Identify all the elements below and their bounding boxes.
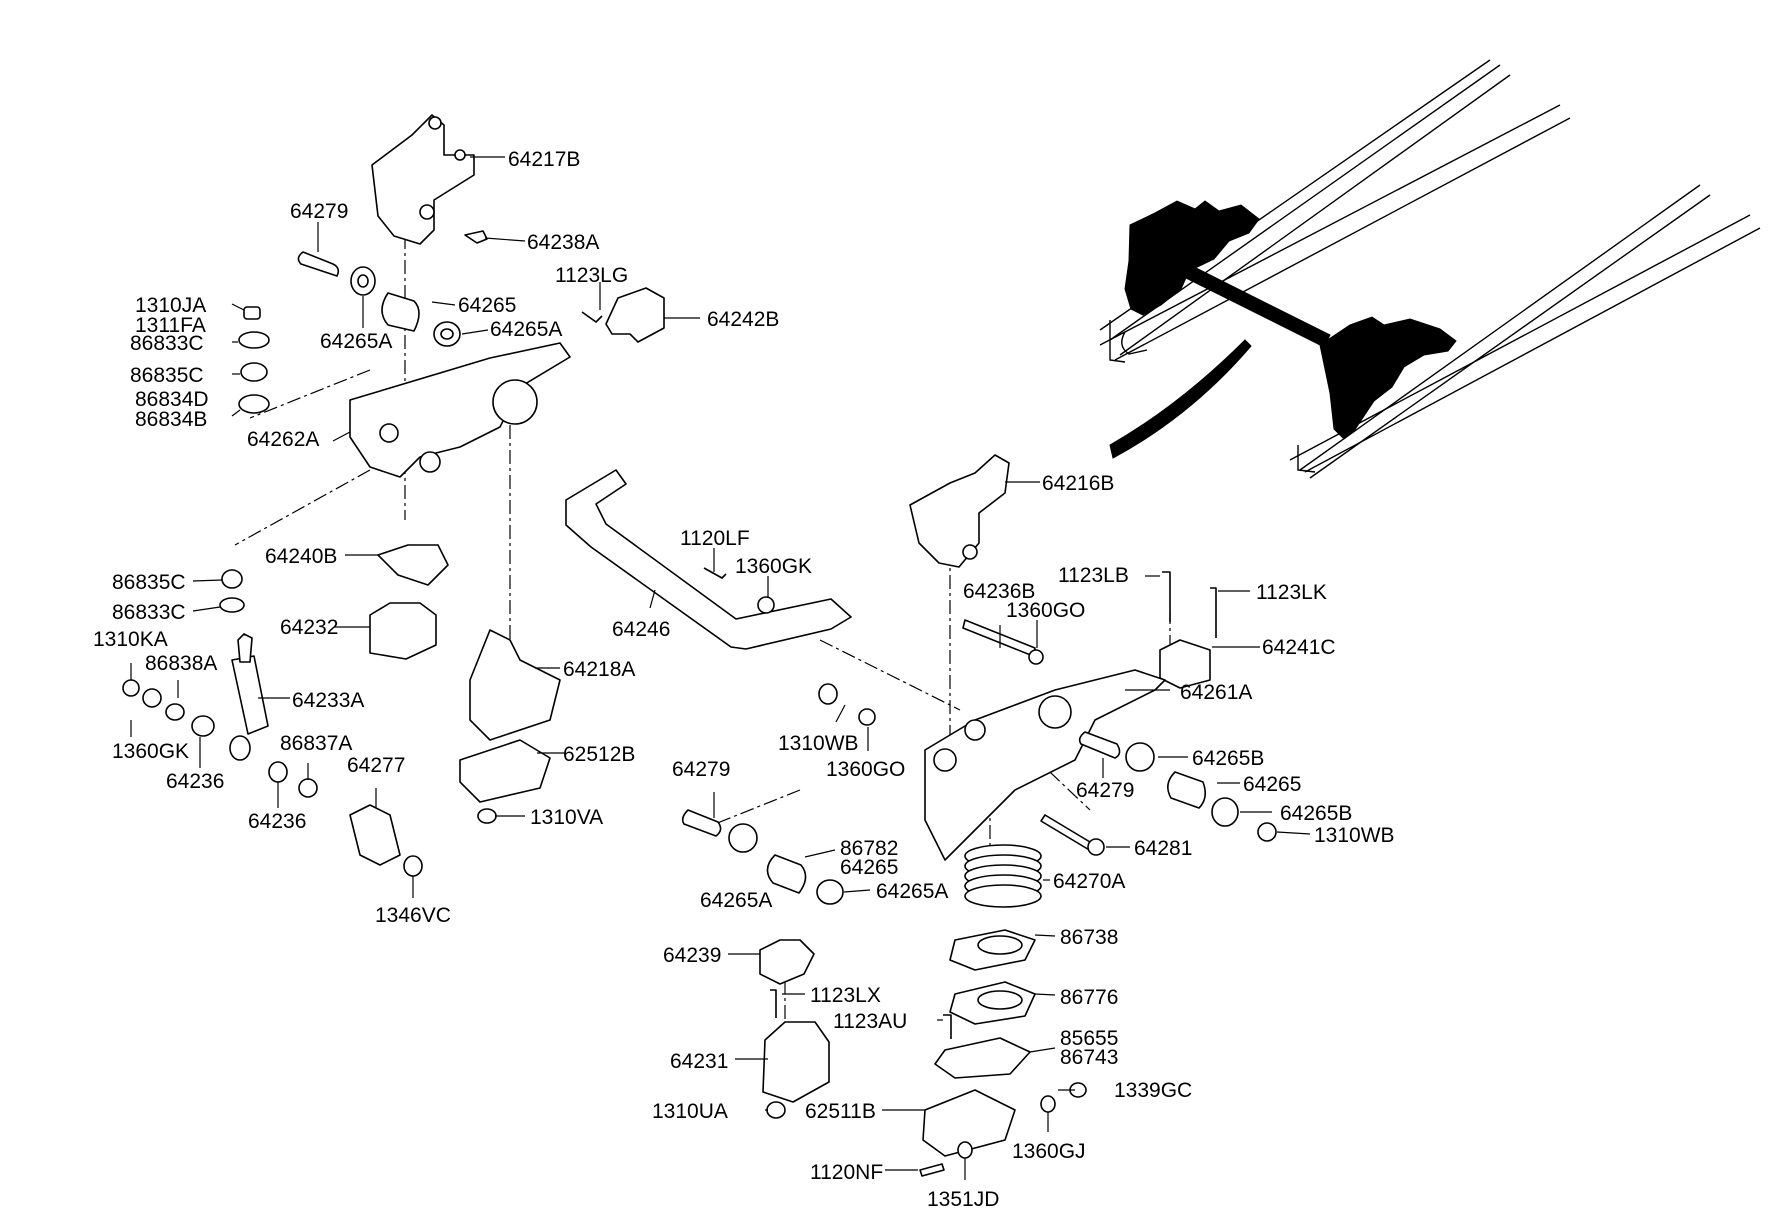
label-86838A: 86838A — [145, 652, 217, 675]
label-86834D: 86834D — [135, 388, 209, 411]
label-1339GC: 1339GC — [1114, 1079, 1192, 1102]
label-1123AU: 1123AU — [833, 1010, 907, 1033]
label-64217B: 64217B — [508, 148, 580, 171]
vehicle-frame-inset — [1099, 59, 1761, 479]
label-64241C: 64241C — [1262, 636, 1336, 659]
label-64265A: 64265A — [490, 318, 562, 341]
label-64262A: 64262A — [247, 428, 319, 451]
label-86834B: 86834B — [135, 408, 207, 431]
label-64231: 64231 — [670, 1050, 728, 1073]
crossmember-silhouette — [1124, 200, 1260, 316]
label-64265A: 64265A — [320, 330, 392, 353]
label-1360GJ: 1360GJ — [1012, 1140, 1086, 1163]
label-64265: 64265 — [458, 294, 516, 317]
label-64233A: 64233A — [292, 689, 364, 712]
part-labels: 64217B 64279 64238A 1123LG 1310JA 1311FA… — [93, 148, 1395, 1211]
label-1123LB: 1123LB — [1058, 564, 1129, 587]
label-1310KA: 1310KA — [93, 628, 168, 651]
label-1311FA: 1311FA — [135, 314, 206, 337]
label-64265A: 64265A — [700, 889, 772, 912]
bushing-64265-lower — [766, 854, 807, 894]
label-64265B: 64265B — [1280, 802, 1352, 825]
label-1310VA: 1310VA — [530, 806, 603, 829]
label-1123LK: 1123LK — [1256, 581, 1327, 604]
label-1120NF: 1120NF — [810, 1161, 883, 1184]
label-1360GK: 1360GK — [112, 740, 189, 763]
label-64242B: 64242B — [707, 308, 779, 331]
leader-lines — [130, 156, 1311, 1180]
label-86776: 86776 — [1060, 986, 1118, 1009]
coil-spring-64270A — [964, 844, 1042, 908]
label-86743: 86743 — [1060, 1046, 1118, 1069]
bushing-64265-upper — [381, 292, 420, 332]
label-86738: 86738 — [1060, 926, 1118, 949]
label-64240B: 64240B — [265, 545, 337, 568]
bracket-64216B — [909, 454, 1010, 568]
label-64246: 64246 — [612, 618, 670, 641]
label-64281: 64281 — [1134, 837, 1192, 860]
label-64265: 64265 — [1243, 773, 1301, 796]
label-64277: 64277 — [347, 754, 405, 777]
label-1310WB: 1310WB — [1314, 824, 1395, 847]
label-64232: 64232 — [280, 616, 338, 639]
label-1310UA: 1310UA — [652, 1100, 728, 1123]
label-64279: 64279 — [672, 758, 730, 781]
pin-64279-upper — [297, 251, 340, 277]
label-64261A: 64261A — [1180, 681, 1252, 704]
axle-side-silhouette — [1319, 316, 1457, 440]
label-62511B: 62511B — [805, 1100, 876, 1123]
label-1123LX: 1123LX — [810, 984, 881, 1007]
link-64277 — [349, 804, 401, 866]
label-86782: 86782 — [840, 837, 898, 860]
label-85655: 85655 — [1060, 1027, 1118, 1050]
label-1360GO: 1360GO — [826, 758, 905, 781]
stabilizer-bar-64246 — [565, 469, 852, 650]
label-86837A: 86837A — [280, 732, 352, 755]
label-1123LG: 1123LG — [555, 264, 628, 287]
label-86833C: 86833C — [112, 601, 186, 624]
bumper-64242B — [605, 287, 665, 343]
label-64236: 64236 — [248, 810, 306, 833]
label-1360GO: 1360GO — [1006, 599, 1085, 622]
parts — [122, 114, 1277, 1177]
label-1310WB: 1310WB — [778, 732, 859, 755]
label-64236B: 64236B — [963, 580, 1035, 603]
label-86835C: 86835C — [130, 364, 204, 387]
label-64279: 64279 — [1076, 779, 1134, 802]
label-64279: 64279 — [290, 200, 348, 223]
label-64265: 64265 — [840, 856, 898, 879]
label-64238A: 64238A — [527, 231, 599, 254]
mount-64232 — [369, 602, 437, 660]
label-1310JA: 1310JA — [135, 294, 206, 317]
clamp-64240B — [377, 544, 449, 586]
label-62512B: 62512B — [563, 743, 635, 766]
label-64239: 64239 — [663, 944, 721, 967]
label-1360GK: 1360GK — [735, 555, 812, 578]
shock-absorber-64233A — [231, 655, 269, 735]
label-64265A: 64265A — [876, 880, 948, 903]
label-1346VC: 1346VC — [375, 904, 451, 927]
label-1120LF: 1120LF — [680, 527, 750, 550]
label-1351JD: 1351JD — [927, 1188, 999, 1211]
bracket-64217B — [371, 114, 475, 245]
label-86835C: 86835C — [112, 571, 186, 594]
label-64218A: 64218A — [563, 658, 635, 681]
label-64265B: 64265B — [1192, 747, 1264, 770]
label-86833C: 86833C — [130, 332, 204, 355]
control-arm-64262A — [349, 342, 571, 478]
mount-64231 — [762, 1021, 830, 1103]
bracket-64218A — [469, 629, 561, 741]
label-64236: 64236 — [166, 770, 224, 793]
control-arm-64261A — [924, 669, 1166, 861]
label-64216B: 64216B — [1042, 472, 1114, 495]
label-64270A: 64270A — [1053, 870, 1125, 893]
